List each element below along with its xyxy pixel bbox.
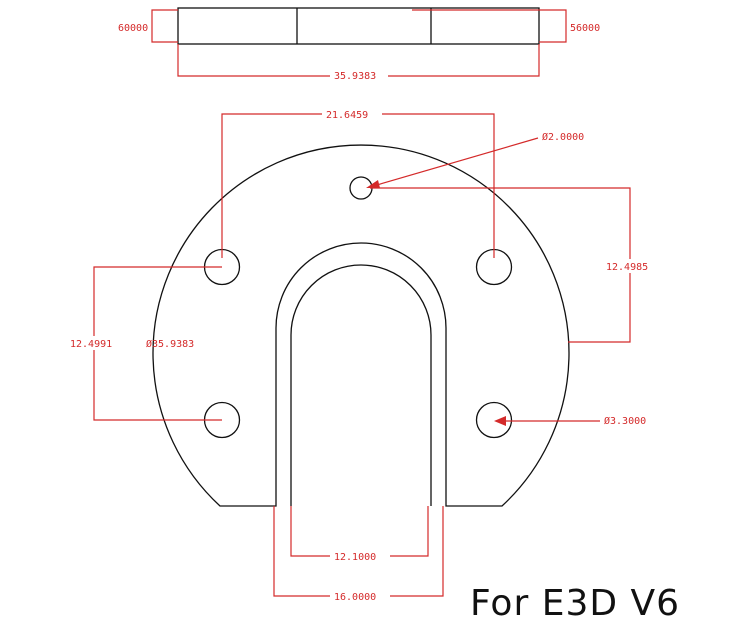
- left-height-label: 60000: [118, 23, 148, 34]
- caption: For E3D V6: [470, 583, 681, 624]
- center-hole-arrowhead: [366, 180, 380, 188]
- mount-hole-diameter-label: Ø3.3000: [604, 415, 646, 427]
- right-vertical-spacing-line: [370, 187, 631, 343]
- plan-view: [152, 144, 570, 507]
- side-view: 60000 56000 35.9383: [118, 7, 600, 82]
- mount-hole-arrowhead: [494, 416, 506, 426]
- left-vertical-spacing-label: 12.4991: [70, 339, 112, 350]
- mount-hole-bottom-right: [475, 401, 513, 439]
- slot-inner-width-label: 12.1000: [334, 552, 376, 563]
- left-height-dimension-line: [151, 9, 178, 43]
- center-hole-leader: [369, 137, 539, 188]
- top-hole-spacing-label: 21.6459: [326, 110, 368, 121]
- side-view-outline: [177, 7, 540, 45]
- slot-inner-outline: [290, 264, 432, 506]
- center-hole-diameter-label: Ø2.0000: [542, 131, 584, 143]
- plan-dimensions: 21.6459 Ø2.0000 12.4985 12.4991 Ø35.9383…: [68, 107, 656, 603]
- top-hole-spacing-line: [221, 113, 495, 258]
- slot-inner-width-line: [290, 506, 429, 557]
- plate-outline: [152, 144, 570, 507]
- width-label: 35.9383: [334, 71, 376, 82]
- slot-outer-width-label: 16.0000: [334, 592, 376, 603]
- right-height-label: 56000: [570, 23, 600, 34]
- right-height-dimension-line: [412, 9, 567, 43]
- right-vertical-spacing-label: 12.4985: [606, 262, 648, 273]
- outer-diameter-label: Ø35.9383: [146, 338, 194, 350]
